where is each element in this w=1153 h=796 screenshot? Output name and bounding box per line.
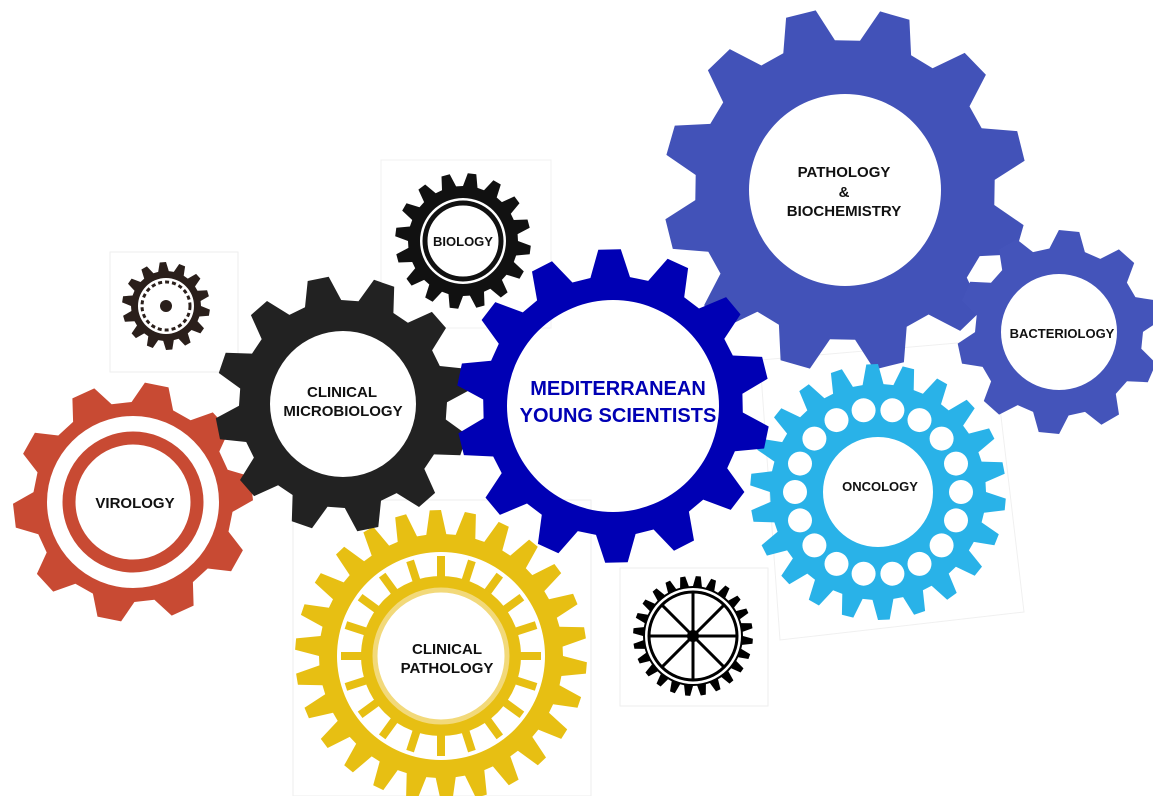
virology-inner-ring [62,431,204,573]
clinical-microbiology-line2: MICROBIOLOGY [283,403,402,420]
oncology-hole [851,398,876,423]
biology-label: BIOLOGY [433,234,493,249]
clinical-microbiology-line1: CLINICAL [307,384,377,401]
pathology-label-line3: BIOCHEMISTRY [787,203,901,220]
wheel-spoke [691,634,726,669]
bacteriology-label: BACTERIOLOGY [1010,326,1115,341]
oncology-label: ONCOLOGY [842,479,918,494]
oncology-hole [802,533,827,558]
clinical-pathology-spokes [341,556,541,756]
pathology-gear [665,10,1025,370]
image-frame-small-gear [109,251,239,373]
wheel-spoke [691,603,726,638]
oncology-hole [802,426,827,451]
clinical-pathology-line2: PATHOLOGY [401,660,494,677]
center-title-line1: MEDITERRANEAN [530,378,706,400]
wheel-gear-icon [633,576,753,696]
oncology-hole [880,398,905,423]
oncology-hole [907,551,932,576]
oncology-hole [907,408,932,433]
clinical-microbiology-gear [215,276,471,532]
center-title: MEDITERRANEAN YOUNG SCIENTISTS [520,378,717,427]
clinical-pathology-inner-ring [372,587,510,725]
oncology-hole [851,561,876,586]
oncology-hole [929,533,954,558]
oncology-hole [949,480,973,504]
oncology-hole [824,551,849,576]
pathology-label-line1: PATHOLOGY [798,164,891,181]
clinical-pathology-mid-ring [361,576,521,736]
pathology-label: PATHOLOGY & BIOCHEMISTRY [787,164,901,220]
virology-label: VIROLOGY [95,495,174,512]
wheel-spoke [660,603,695,638]
clinical-pathology-gear [295,510,587,796]
oncology-hole [929,426,954,451]
center-title-line2: YOUNG SCIENTISTS [520,405,717,427]
oncology-hole [788,508,812,533]
bacteriology-gear [957,230,1153,434]
biology-inner-ring [422,200,504,282]
wheel-spoke [660,634,695,669]
oncology-hole [783,480,807,504]
center-gear [457,249,769,563]
clinical-pathology-label: CLINICAL PATHOLOGY [401,641,494,677]
small-gear-icon [122,262,210,350]
oncology-gear-group [750,364,1006,620]
oncology-hole [788,451,812,476]
clinical-pathology-line1: CLINICAL [412,641,482,658]
oncology-hole [880,561,905,586]
clinical-microbiology-label: CLINICAL MICROBIOLOGY [283,384,402,420]
oncology-hole [944,451,968,476]
oncology-hole [944,508,968,533]
oncology-hole [824,408,849,433]
biology-gear [395,173,531,309]
pathology-label-line2: & [839,184,850,201]
